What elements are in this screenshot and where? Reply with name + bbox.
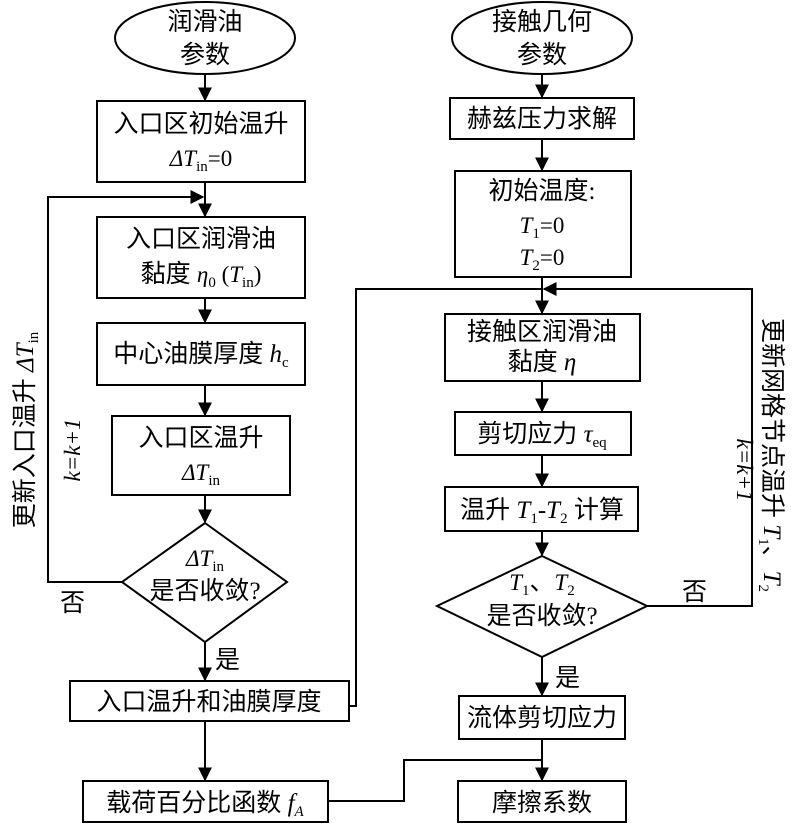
lube-params-node: 润滑油 参数 <box>114 1 296 75</box>
contact-viscosity-line2: 黏度 η <box>508 348 577 376</box>
right-no-label: 否 <box>682 579 707 606</box>
fluid-shear-text: 流体剪切应力 <box>467 704 617 732</box>
hertz-text: 赫兹压力求解 <box>467 105 617 133</box>
left-yes-label: 是 <box>215 647 240 674</box>
inlet-initial-temp-rise-box: 入口区初始温升 ΔTin=0 <box>96 100 306 183</box>
inlet-viscosity-line2: 黏度 η0 (Tin) <box>141 260 262 291</box>
left-converge-line2: 是否收敛? <box>149 577 260 605</box>
right-loop-k-label: k=k+1 <box>732 439 757 502</box>
temp-calc-box: 温升 T1-T2 计算 <box>444 486 639 532</box>
left-loop-k-label: k=k+1 <box>60 419 85 482</box>
initial-temp-t2: T2=0 <box>520 245 565 274</box>
result-box: 入口温升和油膜厚度 <box>69 680 350 722</box>
load-fn-text: 载荷百分比函数 fA <box>106 789 304 820</box>
contact-geometry-node: 接触几何 参数 <box>451 1 633 75</box>
contact-viscosity-box: 接触区润滑油 黏度 η <box>444 313 641 382</box>
friction-box: 摩擦系数 <box>457 780 627 823</box>
contact-geometry-line1: 接触几何 <box>492 8 592 36</box>
contact-geometry-line2: 参数 <box>517 41 567 69</box>
load-fn-box: 载荷百分比函数 fA <box>82 780 329 823</box>
right-converge-line2: 是否收敛? <box>486 602 597 630</box>
right-yes-label: 是 <box>555 665 580 692</box>
left-converge-line1: ΔTin <box>185 546 224 575</box>
inlet-temp-rise-box: 入口区温升 ΔTin <box>111 415 291 496</box>
inlet-viscosity-box: 入口区润滑油 黏度 η0 (Tin) <box>96 216 306 299</box>
inlet-initial-temp-rise-line2: ΔTin=0 <box>169 146 232 175</box>
center-film-box: 中心油膜厚度 hc <box>96 322 306 386</box>
inlet-viscosity-line1: 入口区润滑油 <box>126 225 276 253</box>
lube-params-line1: 润滑油 <box>167 8 242 36</box>
inlet-initial-temp-rise-line1: 入口区初始温升 <box>113 110 288 138</box>
shear-stress-box: 剪切应力 τeq <box>454 411 632 456</box>
left-no-label: 否 <box>60 590 85 617</box>
left-update-label: 更新入口温升 ΔTin <box>11 331 42 528</box>
initial-temp-t1: T1=0 <box>520 213 565 242</box>
right-converge-line1: T1、T2 <box>509 569 575 599</box>
contact-viscosity-line1: 接触区润滑油 <box>467 318 617 346</box>
temp-calc-text: 温升 T1-T2 计算 <box>460 496 624 527</box>
initial-temp-line1: 初始温度: <box>489 177 596 205</box>
inlet-temp-rise-line1: 入口区温升 <box>138 424 263 452</box>
friction-text: 摩擦系数 <box>492 789 592 817</box>
shear-stress-text: 剪切应力 τeq <box>477 420 607 451</box>
right-update-label: 更新网格节点温升 T1、T2 <box>755 318 786 592</box>
lube-params-line2: 参数 <box>180 41 230 69</box>
hertz-box: 赫兹压力求解 <box>449 97 635 140</box>
result-box-text: 入口温升和油膜厚度 <box>96 688 321 716</box>
inlet-temp-rise-line2: ΔTin <box>181 460 220 489</box>
fluid-shear-box: 流体剪切应力 <box>458 695 626 740</box>
left-converge-decision: ΔTin 是否收敛? <box>120 521 289 644</box>
center-film-text: 中心油膜厚度 hc <box>113 340 289 371</box>
right-converge-decision: T1、T2 是否收敛? <box>434 554 650 659</box>
initial-temp-box: 初始温度: T1=0 T2=0 <box>454 170 632 278</box>
